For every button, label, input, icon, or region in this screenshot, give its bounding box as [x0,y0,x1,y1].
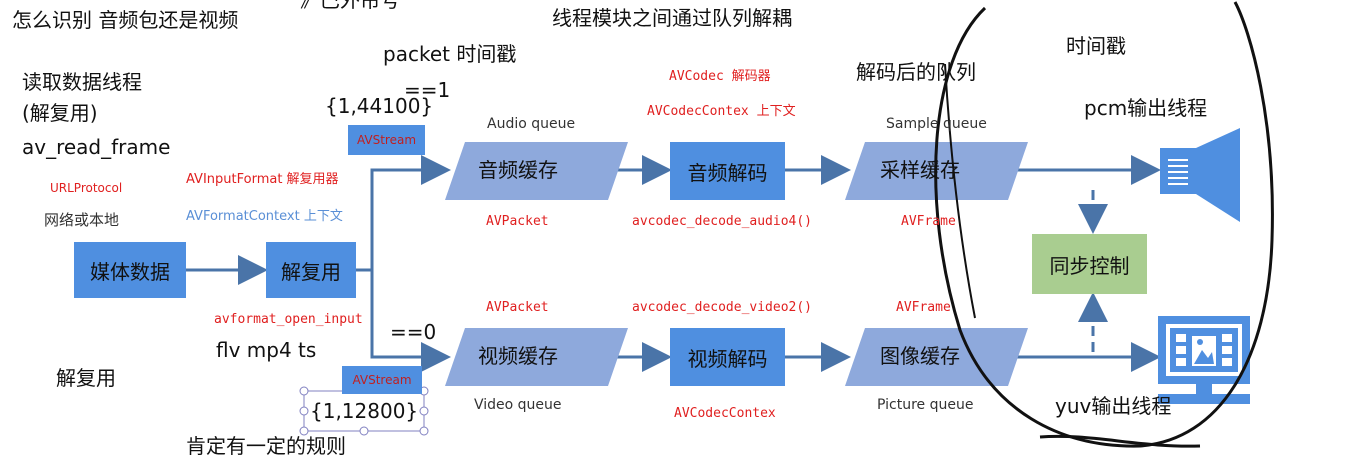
avpacket-video-label: AVPacket [486,300,549,315]
avstream-tag-bottom: AVStream [342,366,422,394]
avframe-audio-label: AVFrame [901,214,956,229]
audio-decode-box: 音频解码 [670,142,785,200]
video-cache-label: 视频缓存 [478,344,558,368]
video-cache-shape [445,328,628,386]
input-format-label: AVInputFormat 解复用器 [186,172,339,187]
url-protocol-label: URLProtocol [50,181,123,195]
pcm-thread-note: pcm输出线程 [1084,96,1208,120]
top-cut-note: 》巴外帘号 [300,0,400,12]
eq1-note: ==1 [404,78,451,102]
timestamp-note: 时间戳 [1066,34,1126,58]
decode-video-fn-label: avcodec_decode_video2() [632,300,813,315]
handdrawn-line [944,63,976,319]
arrow-demux-video [370,270,451,372]
decoded-queue-note: 解码后的队列 [856,60,976,84]
read-thread-note-1: 读取数据线程 [22,70,142,94]
video-queue-label: Video queue [474,397,562,413]
read-thread-note-3: av_read_frame [22,135,171,159]
demux-note: 解复用 [56,366,116,390]
monitor-icon [1158,316,1250,404]
audio-timebase-note: {1,44100} [325,94,434,118]
avpacket-audio-label: AVPacket [486,214,549,229]
question-note: 怎么识别 音频包还是视频 [12,8,239,32]
handdrawn-tail [1039,434,1201,448]
media-data-box: 媒体数据 [74,242,186,298]
sample-queue-label: Sample queue [886,116,987,132]
open-input-label: avformat_open_input [214,312,363,327]
video-decode-box: 视频解码 [670,328,785,386]
avcodec-context-bottom-label: AVCodecContex [674,406,776,421]
decode-audio-fn-label: avcodec_decode_audio4() [632,214,813,229]
picture-queue-label: Picture queue [877,397,974,413]
audio-cache-shape [445,142,628,200]
format-context-label: AVFormatContext 上下文 [186,209,343,224]
network-local-label: 网络或本地 [44,211,120,229]
picture-cache-label: 图像缓存 [880,344,960,368]
avstream-tag-top: AVStream [348,125,425,155]
eq0-note: ==0 [390,320,437,344]
yuv-thread-note: yuv输出线程 [1055,394,1172,418]
arrow-demux-audio [356,155,451,272]
demux-box: 解复用 [266,242,356,298]
avframe-video-label: AVFrame [896,300,951,315]
handdrawn-circle [934,1,1274,448]
audio-cache-label: 音频缓存 [478,158,558,182]
sample-cache-label: 采样缓存 [880,158,960,182]
avcodec-context-top-label: AVCodecContex 上下文 [647,104,796,119]
sync-control-box: 同步控制 [1032,234,1147,294]
rule-note: 肯定有一定的规则 [186,434,346,458]
read-thread-note-2: (解复用) [22,101,98,125]
speaker-icon [1160,128,1240,222]
formats-note: flv mp4 ts [216,338,317,362]
video-timebase-note: {1,12800} [310,399,419,423]
audio-queue-label: Audio queue [487,116,576,132]
packet-timestamp-note: packet 时间戳 [383,42,517,66]
decouple-note: 线程模块之间通过队列解耦 [552,6,792,30]
avcodec-label: AVCodec 解码器 [669,69,771,84]
